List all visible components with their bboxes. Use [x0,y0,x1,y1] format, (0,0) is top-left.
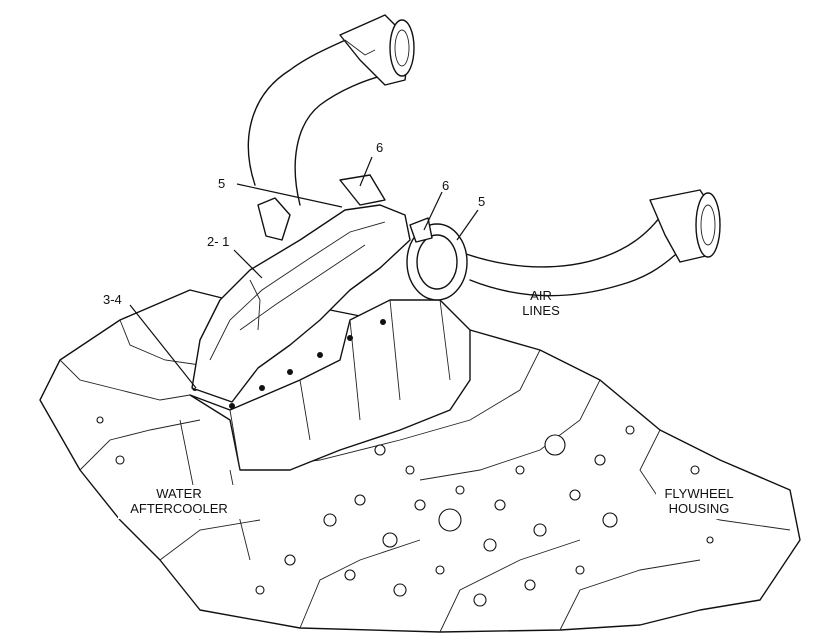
water-aftercooler-housing [189,299,471,471]
aftercooler-elbow [191,204,411,403]
callout-3-4: 3-4 [103,292,122,307]
callouts: 6 5 6 5 2- 1 3-4 [103,140,485,307]
callout-5-right: 5 [478,194,485,209]
flywheel-housing-label-line1: FLYWHEEL [664,486,733,501]
part-labels: AIR LINES WATER AFTERCOOLER FLYWHEEL HOU… [118,288,742,519]
leader-lines [129,156,479,389]
water-aftercooler-label-line1: WATER [156,486,202,501]
cylinder-head-holes [96,416,714,607]
flywheel-housing-label-line2: HOUSING [669,501,730,516]
callout-6-upper: 6 [376,140,383,155]
air-lines-label-line2: LINES [522,303,560,318]
callout-5-left: 5 [218,176,225,191]
water-aftercooler-label-line2: AFTERCOOLER [130,501,228,516]
air-line-right [454,189,721,297]
hose-clamp [257,197,291,241]
air-line-upper [247,14,415,206]
callout-6-right: 6 [442,178,449,193]
callout-2-1: 2- 1 [207,234,229,249]
air-lines-label-line1: AIR [530,288,552,303]
